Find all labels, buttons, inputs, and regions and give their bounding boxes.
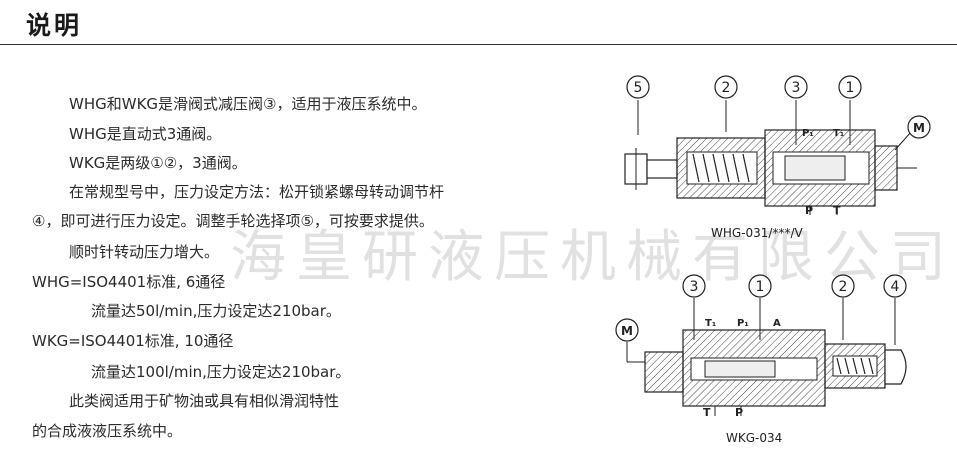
paragraph-line: 的合成液液压系统中。 [32, 422, 183, 440]
end-cap [644, 351, 684, 393]
svg-text:M: M [621, 324, 633, 338]
callout-5: 5 [626, 75, 650, 135]
paragraph-line: WKG=ISO4401标准, 10通径 [32, 332, 234, 350]
spool [784, 155, 846, 181]
port-label-p: P [735, 406, 743, 419]
svg-text:3: 3 [690, 279, 699, 295]
page-title: 说明 [26, 11, 83, 40]
whg-valve-diagram: 5 2 3 1 M P₁ T₁ P T [624, 75, 931, 217]
paragraph-line: WKG是两级①②，3通阀。 [69, 154, 247, 172]
port-label-t1: T₁ [833, 128, 844, 139]
header-divider [0, 44, 957, 45]
svg-text:M: M [913, 121, 925, 135]
gauge-m-callout: M [615, 318, 645, 363]
watermark-text: 海皇研液压机械有限公司 [230, 225, 956, 290]
port-label-p1: P₁ [737, 318, 749, 329]
svg-text:3: 3 [792, 80, 801, 96]
callout-2: 2 [714, 75, 738, 132]
callout-4: 4 [883, 274, 907, 345]
spring-icon [836, 357, 874, 375]
port-label-t: T [833, 204, 841, 217]
end-cap [874, 145, 898, 191]
adjust-knob [884, 349, 907, 385]
paragraph-line: 在常规型号中，压力设定方法：松开锁紧螺母转动调节杆 [69, 183, 445, 201]
paragraph-line: 此类阀适用于矿物油或具有相似滑润特性 [69, 392, 340, 410]
svg-text:4: 4 [891, 279, 900, 295]
svg-text:1: 1 [846, 80, 855, 96]
diagram-caption: WHG-031/***/V [711, 226, 803, 240]
paragraph-line: WHG是直动式3通阀。 [69, 125, 222, 143]
port-label-a: A [773, 318, 781, 329]
paragraph-line: ④，即可进行压力设定。调整手轮选择项⑤，可按要求提供。 [32, 212, 434, 230]
gauge-m-callout: M [894, 115, 931, 151]
paragraph-line: WHG和WKG是滑阀式减压阀③，适用于液压系统中。 [69, 95, 427, 113]
callout-1: 1 [838, 75, 862, 145]
callout-3: 3 [784, 75, 808, 145]
callout-1: 1 [748, 274, 772, 340]
port-label-t: T [703, 406, 711, 419]
paragraph-line: WHG=ISO4401标准, 6通径 [32, 273, 226, 291]
svg-text:2: 2 [722, 80, 731, 96]
page-header: 说明 [0, 0, 957, 46]
handwheel-icon [624, 148, 678, 190]
svg-text:2: 2 [839, 279, 848, 295]
diagram-caption: WKG-034 [726, 431, 783, 445]
paragraph-line: 流量达50l/min,压力设定达210bar。 [91, 302, 341, 320]
callout-3: 3 [682, 274, 706, 340]
callout-2: 2 [831, 274, 855, 340]
paragraph-line: 顺时针转动压力增大。 [69, 243, 220, 261]
port-label-p: P [805, 204, 813, 217]
spring-icon [692, 153, 750, 183]
spool [704, 360, 776, 378]
wkg-valve-diagram: 3 1 2 4 M T₁ P₁ A T P [615, 274, 907, 419]
paragraph-line: 流量达100l/min,压力设定达210bar。 [91, 363, 351, 381]
svg-text:5: 5 [634, 80, 643, 96]
port-label-p1: P₁ [802, 128, 814, 139]
svg-text:1: 1 [756, 279, 765, 295]
port-label-t1: T₁ [705, 318, 716, 329]
